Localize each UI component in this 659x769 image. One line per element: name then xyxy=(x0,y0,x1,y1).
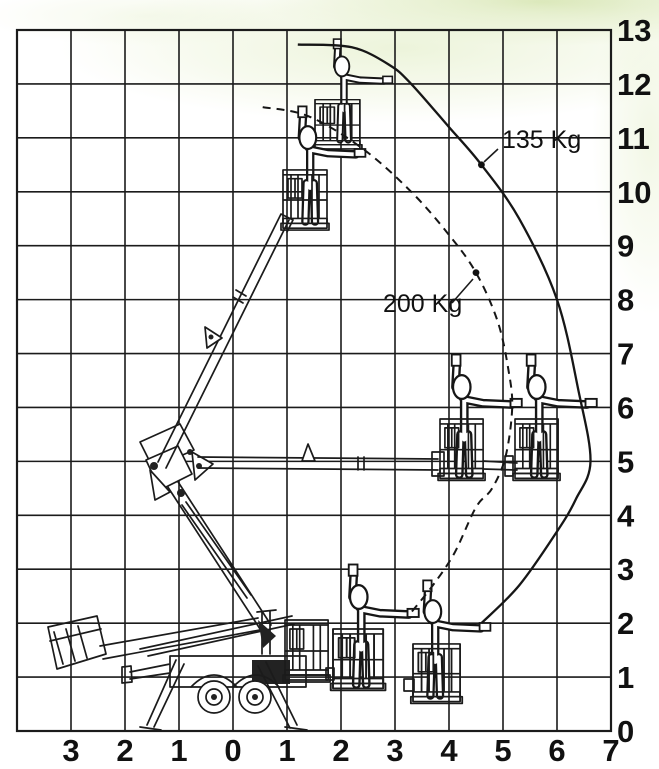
x-tick-label: 5 xyxy=(494,733,511,768)
pivot-pin xyxy=(150,462,158,470)
upper-boom-flag xyxy=(204,326,223,349)
x-tick-label: 3 xyxy=(386,733,403,768)
envelope-curve-200-kg xyxy=(262,106,514,614)
stowed-boom xyxy=(99,615,295,660)
grid-border xyxy=(15,28,613,733)
wheel xyxy=(238,680,272,714)
x-tick-label: 7 xyxy=(602,733,619,768)
y-tick-label: 12 xyxy=(617,67,651,102)
envelope-curves xyxy=(262,43,592,625)
y-tick-label: 0 xyxy=(617,714,634,749)
x-tick-label: 0 xyxy=(224,733,241,768)
leader-line-200kg xyxy=(451,278,474,304)
y-tick-label: 6 xyxy=(617,390,634,425)
curve-marker-dot xyxy=(472,269,480,277)
x-tick-label: 4 xyxy=(440,733,458,768)
y-tick-label: 3 xyxy=(617,552,634,587)
operator-figure xyxy=(423,580,490,695)
y-tick-label: 1 xyxy=(617,660,634,695)
x-axis-tick-labels: 3 2 1 0 1 2 3 4 5 6 7 xyxy=(62,733,619,768)
y-tick-label: 7 xyxy=(617,337,634,372)
machine-stowed-transport xyxy=(47,609,308,731)
curve-label-135kg: 135 Kg xyxy=(502,126,581,154)
y-tick-label: 2 xyxy=(617,606,634,641)
x-tick-label: 2 xyxy=(332,733,349,768)
wheel xyxy=(197,680,231,714)
boom-assembly xyxy=(139,213,518,692)
horizontal-boom xyxy=(197,451,445,477)
curve-marker-dot xyxy=(478,161,485,169)
outrigger-legs xyxy=(139,659,308,731)
platform-position-low-center xyxy=(329,565,419,692)
knuckle-plates xyxy=(149,469,171,501)
basket-link xyxy=(482,455,518,477)
x-tick-label: 6 xyxy=(548,733,565,768)
x-tick-label: 1 xyxy=(278,733,295,768)
x-tick-label: 1 xyxy=(170,733,187,768)
y-tick-label: 4 xyxy=(617,498,635,533)
x-tick-label: 2 xyxy=(116,733,133,768)
basket-bracket xyxy=(325,667,415,692)
y-tick-label: 9 xyxy=(617,229,634,264)
pivot-pin xyxy=(177,489,185,497)
background-decor xyxy=(0,0,659,315)
envelope-curve-135-kg xyxy=(297,43,592,625)
lower-boom xyxy=(161,470,272,633)
wheel-fenders xyxy=(190,674,280,688)
curve-label-200kg: 200 Kg xyxy=(383,290,462,318)
boom-lift-illustration xyxy=(47,39,597,731)
y-tick-label: 8 xyxy=(617,283,634,318)
operator-figure xyxy=(527,355,597,475)
x-tick-label: 3 xyxy=(62,733,79,768)
y-tick-label: 13 xyxy=(617,13,651,48)
y-tick-label: 10 xyxy=(617,175,651,210)
chassis xyxy=(121,655,307,688)
y-tick-label: 5 xyxy=(617,444,634,479)
folded-basket xyxy=(47,615,107,670)
leader-line-135kg xyxy=(483,148,499,163)
horizontal-boom-flag xyxy=(301,443,316,462)
pivot-pin xyxy=(208,334,214,340)
knuckle-flag xyxy=(191,451,214,481)
y-tick-label: 11 xyxy=(617,121,650,156)
lower-boom-pivot xyxy=(258,620,276,648)
